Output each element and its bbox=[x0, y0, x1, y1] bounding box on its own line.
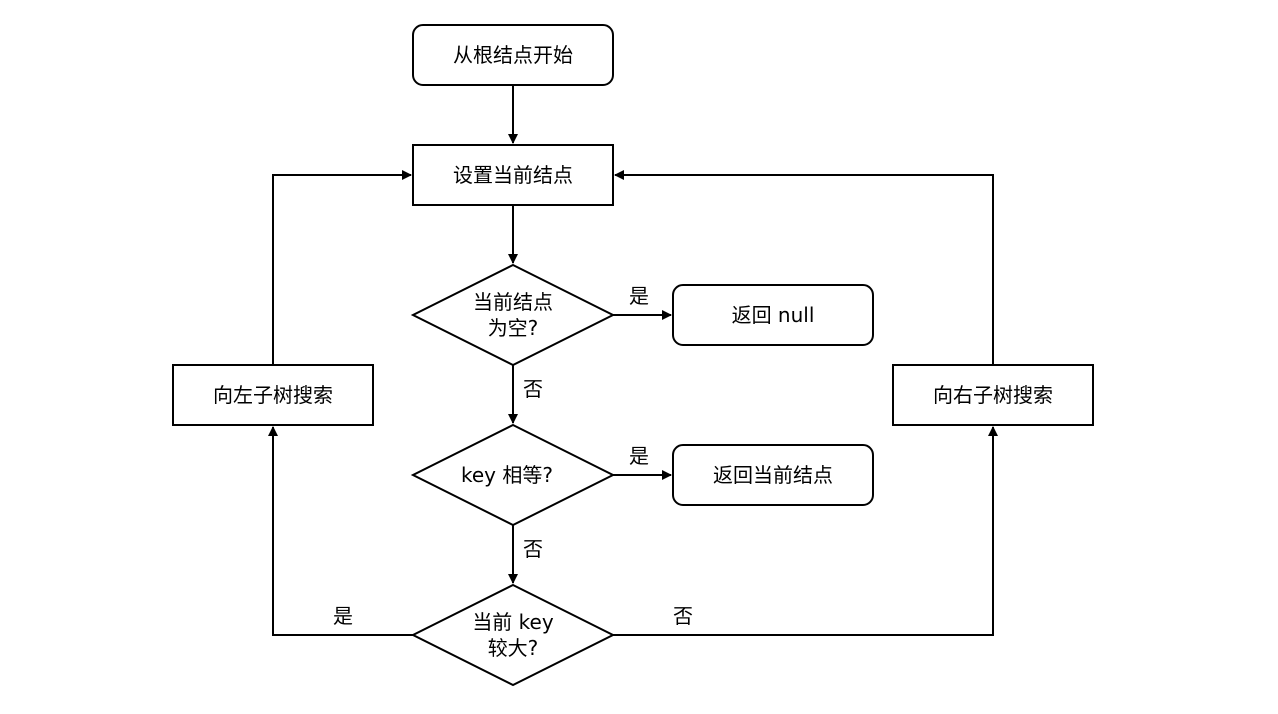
set-current-node bbox=[412, 144, 614, 206]
edge-greater-no bbox=[613, 426, 998, 636]
key-greater-label-line2: 较大? bbox=[488, 636, 539, 660]
edges bbox=[268, 86, 998, 636]
equal-yes-label: 是 bbox=[629, 444, 649, 468]
key-equal-label: key 相等? bbox=[461, 463, 553, 487]
search-right-label: 向右子树搜索 bbox=[933, 383, 1053, 407]
return-current-node bbox=[672, 444, 874, 506]
return-current-label: 返回当前结点 bbox=[713, 463, 833, 487]
null-check-label-line2: 为空? bbox=[488, 316, 539, 340]
return-null-label: 返回 null bbox=[732, 303, 815, 327]
edge-right-loop bbox=[614, 170, 994, 365]
nodes bbox=[172, 24, 1094, 687]
search-left-node bbox=[172, 364, 374, 426]
edge-left-loop bbox=[272, 170, 412, 365]
set-current-label: 设置当前结点 bbox=[453, 163, 573, 187]
return-null-node bbox=[672, 284, 874, 346]
greater-no-label: 否 bbox=[673, 604, 693, 628]
null-no-label: 否 bbox=[523, 377, 543, 401]
start-node bbox=[412, 24, 614, 86]
search-left-label: 向左子树搜索 bbox=[213, 383, 333, 407]
edge-labels: 是 否 是 否 是 否 bbox=[333, 284, 693, 628]
null-yes-label: 是 bbox=[629, 284, 649, 308]
key-equal-decision bbox=[410, 423, 616, 527]
null-check-decision bbox=[410, 263, 616, 367]
equal-no-label: 否 bbox=[523, 537, 543, 561]
node-labels: 从根结点开始 设置当前结点 当前结点 为空? 返回 null key 相等? 返… bbox=[213, 43, 1053, 660]
key-greater-decision bbox=[410, 583, 616, 687]
start-label: 从根结点开始 bbox=[453, 43, 573, 67]
key-greater-label-line1: 当前 key bbox=[472, 610, 554, 634]
null-check-label-line1: 当前结点 bbox=[473, 290, 553, 314]
search-right-node bbox=[892, 364, 1094, 426]
greater-yes-label: 是 bbox=[333, 604, 353, 628]
edge-greater-yes bbox=[268, 426, 413, 636]
